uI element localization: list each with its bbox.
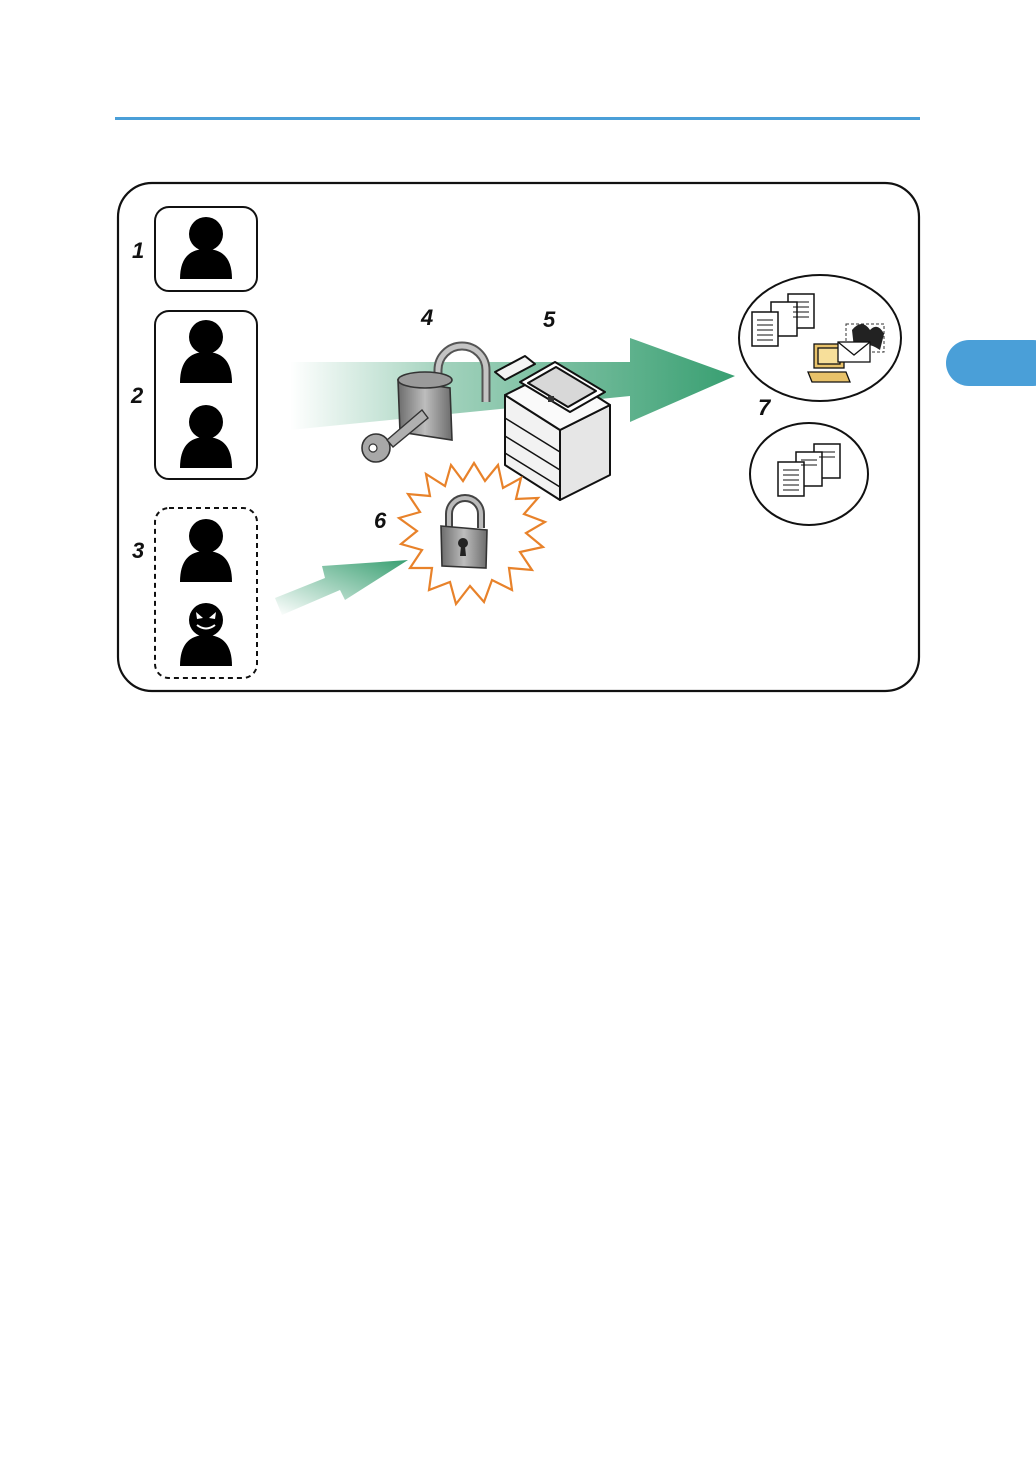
label-5: 5 [543,307,556,332]
label-6: 6 [374,508,387,533]
label-4: 4 [420,305,433,330]
label-1: 1 [132,238,144,263]
envelope-icon [838,342,870,362]
label-3: 3 [132,538,144,563]
label-7: 7 [758,395,772,420]
label-2: 2 [130,383,144,408]
